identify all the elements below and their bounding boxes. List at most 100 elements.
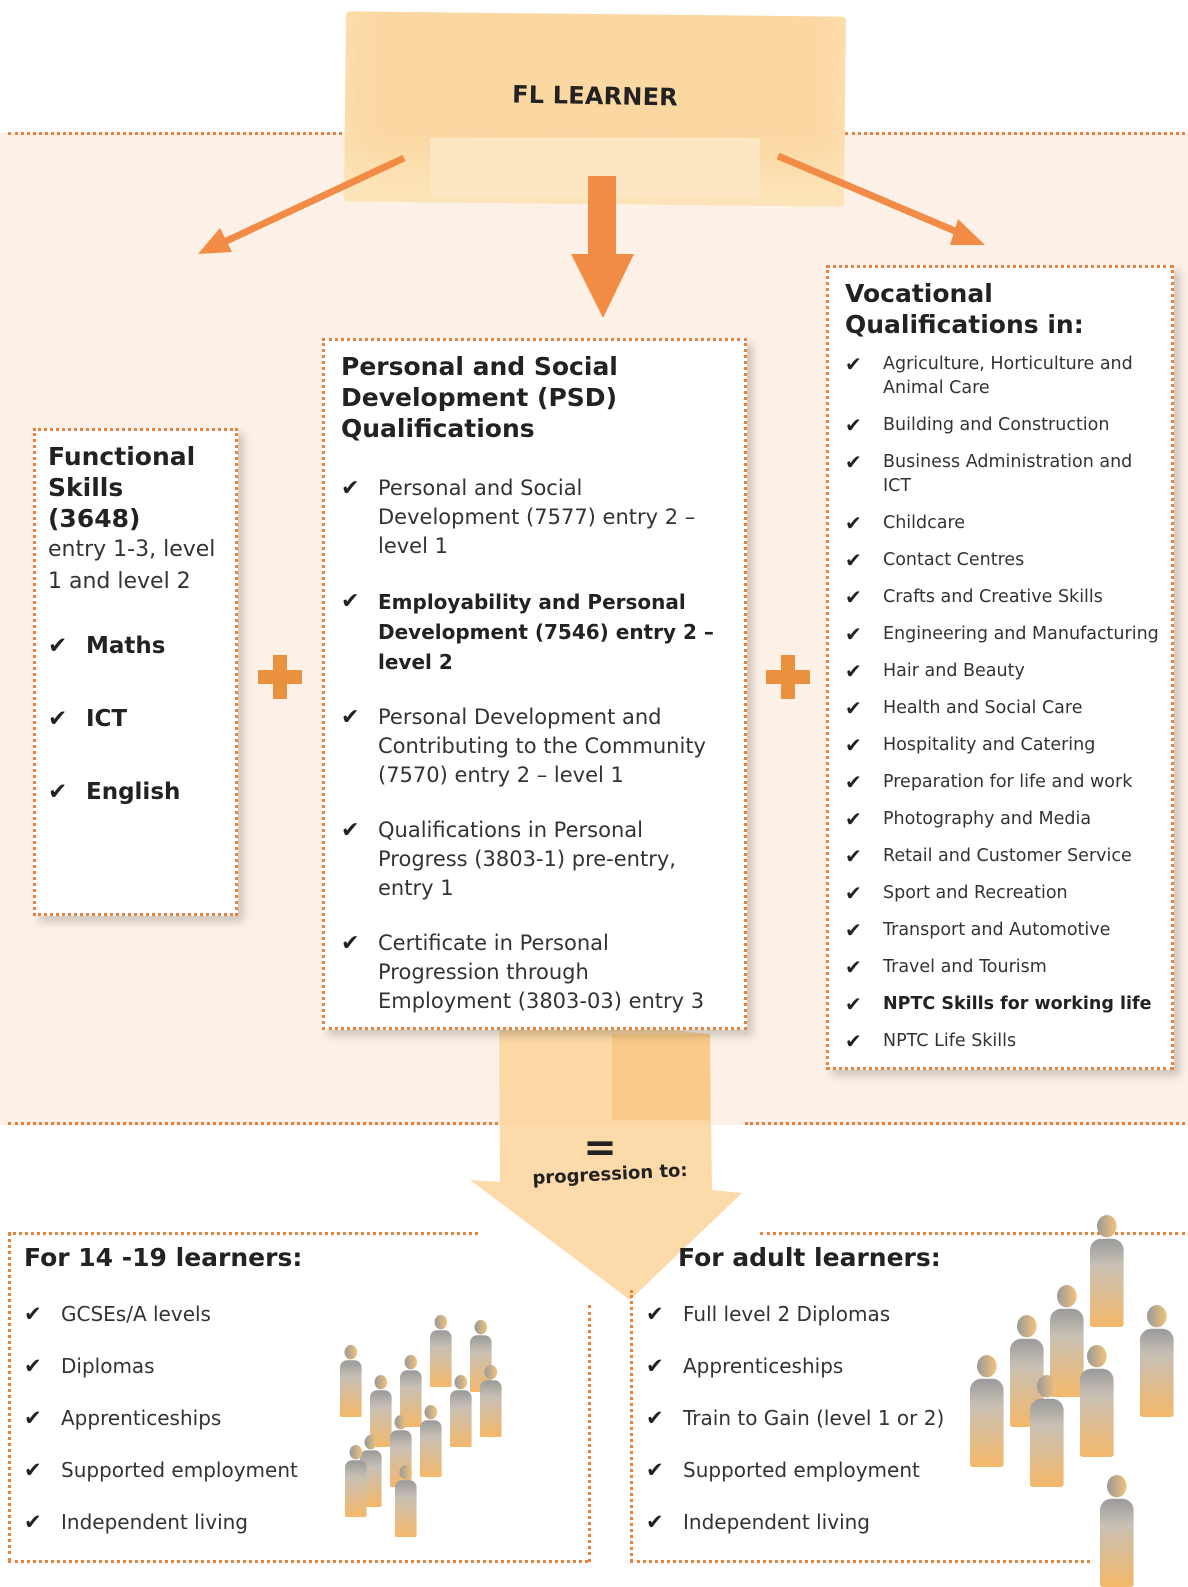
check-icon: ✔	[24, 1458, 42, 1482]
check-icon: ✔	[845, 450, 862, 474]
person-icon	[1080, 1345, 1114, 1457]
check-icon: ✔	[845, 696, 862, 720]
adult-item: ✔Independent living	[646, 1510, 871, 1534]
vocational-item: ✔Building and Construction	[845, 413, 1110, 437]
band-top-border-left	[8, 132, 348, 135]
check-icon: ✔	[845, 881, 862, 905]
progression-arrow	[470, 1012, 742, 1300]
person-icon	[340, 1345, 362, 1417]
band-bottom-border-right	[745, 1122, 1185, 1125]
check-icon: ✔	[48, 706, 68, 732]
equals-sign: =	[583, 1125, 617, 1171]
vocational-item: ✔Health and Social Care	[845, 696, 1083, 720]
check-icon: ✔	[845, 770, 862, 794]
adult-people-illustration	[970, 1215, 1180, 1587]
person-icon	[450, 1375, 472, 1447]
check-icon: ✔	[341, 476, 360, 501]
check-icon: ✔	[341, 931, 360, 956]
check-icon: ✔	[845, 955, 862, 979]
youth-item: ✔GCSEs/A levels	[24, 1302, 211, 1326]
adult-item: ✔Apprenticeships	[646, 1354, 844, 1378]
check-icon: ✔	[845, 352, 862, 376]
vocational-item: ✔Photography and Media	[845, 807, 1092, 831]
check-icon: ✔	[48, 779, 68, 805]
youth-item: ✔Diplomas	[24, 1354, 155, 1378]
vocational-item: ✔Hospitality and Catering	[845, 733, 1096, 757]
youth-bottom-border	[8, 1560, 588, 1563]
person-icon	[370, 1375, 392, 1447]
check-icon: ✔	[48, 633, 68, 659]
person-icon	[430, 1315, 452, 1387]
youth-item: ✔Independent living	[24, 1510, 249, 1534]
functional-skills-title: Functional Skills (3648)	[48, 442, 196, 533]
youth-title: For 14 -19 learners:	[24, 1243, 303, 1272]
adult-item: ✔Supported employment	[646, 1458, 920, 1482]
person-icon	[345, 1445, 367, 1517]
adult-left-border	[630, 1290, 633, 1562]
youth-people-illustration	[340, 1315, 520, 1540]
check-icon: ✔	[845, 413, 862, 437]
plus-icon	[766, 655, 810, 699]
arrow-icon-left	[198, 154, 406, 254]
youth-item: ✔Apprenticeships	[24, 1406, 222, 1430]
person-icon	[1090, 1215, 1124, 1327]
check-icon: ✔	[646, 1458, 664, 1482]
psd-item: ✔ Personal and Social Development (7577)…	[341, 476, 696, 558]
adult-bottom-border	[630, 1560, 1090, 1563]
functional-item: ✔ Maths	[48, 633, 166, 659]
vocational-item: ✔Contact Centres	[845, 548, 1025, 572]
check-icon: ✔	[845, 659, 862, 683]
vocational-item: ✔Business Administration and ICT	[845, 450, 1133, 496]
adult-item: ✔Train to Gain (level 1 or 2)	[646, 1406, 945, 1430]
arrow-icon-down	[571, 176, 634, 318]
adult-item: ✔Full level 2 Diplomas	[646, 1302, 891, 1326]
youth-top-border	[8, 1232, 478, 1235]
person-icon	[480, 1365, 502, 1437]
psd-title: Personal and Social Development (PSD) Qu…	[341, 352, 618, 443]
check-icon: ✔	[845, 622, 862, 646]
vocational-item: ✔Travel and Tourism	[845, 955, 1047, 979]
vocational-list: ✔Agriculture, Horticulture and Animal Ca…	[845, 352, 1159, 1053]
check-icon: ✔	[845, 844, 862, 868]
functional-item: ✔ English	[48, 779, 181, 805]
check-icon: ✔	[845, 992, 862, 1016]
vocational-item: ✔Agriculture, Horticulture and Animal Ca…	[845, 352, 1133, 398]
check-icon: ✔	[845, 807, 862, 831]
psd-item: ✔ Personal Development and Contributing …	[341, 705, 706, 787]
check-icon: ✔	[845, 918, 862, 942]
psd-item: ✔ Employability and Personal Development…	[341, 589, 714, 674]
person-icon	[400, 1355, 422, 1427]
functional-item: ✔ ICT	[48, 706, 128, 732]
adult-title: For adult learners:	[678, 1243, 941, 1272]
check-icon: ✔	[646, 1510, 664, 1534]
psd-box: Personal and Social Development (PSD) Qu…	[322, 338, 747, 1030]
check-icon: ✔	[845, 511, 862, 535]
band-top-border-right	[845, 132, 1185, 135]
check-icon: ✔	[341, 818, 360, 843]
check-icon: ✔	[646, 1406, 664, 1430]
adult-list: ✔Full level 2 Diplomas ✔Apprenticeships ✔T…	[646, 1300, 966, 1560]
youth-list: ✔GCSEs/A levels ✔Diplomas ✔Apprenticeships…	[24, 1300, 344, 1560]
check-icon: ✔	[845, 733, 862, 757]
check-icon: ✔	[646, 1302, 664, 1326]
youth-item: ✔Supported employment	[24, 1458, 298, 1482]
vocational-title: Vocational Qualifications in:	[845, 279, 1084, 339]
psd-item: ✔ Qualifications in Personal Progress (3…	[341, 818, 676, 900]
youth-right-border	[588, 1305, 591, 1562]
person-icon	[1140, 1305, 1174, 1417]
check-icon: ✔	[24, 1406, 42, 1430]
plus-icon	[258, 655, 302, 699]
youth-left-border	[8, 1232, 11, 1562]
check-icon: ✔	[845, 1029, 862, 1053]
vocational-item: ✔Engineering and Manufacturing	[845, 622, 1159, 646]
vocational-item: ✔Preparation for life and work	[845, 770, 1133, 794]
check-icon: ✔	[24, 1302, 42, 1326]
vocational-box: Vocational Qualifications in: ✔Agricultu…	[826, 265, 1174, 1070]
vocational-item: ✔Childcare	[845, 511, 966, 535]
arrow-icon-right	[776, 152, 985, 245]
psd-item: ✔ Certificate in Personal Progression th…	[341, 931, 705, 1013]
check-icon: ✔	[845, 585, 862, 609]
check-icon: ✔	[646, 1354, 664, 1378]
vocational-item: ✔NPTC Life Skills	[845, 1029, 1017, 1053]
person-icon	[970, 1355, 1004, 1467]
